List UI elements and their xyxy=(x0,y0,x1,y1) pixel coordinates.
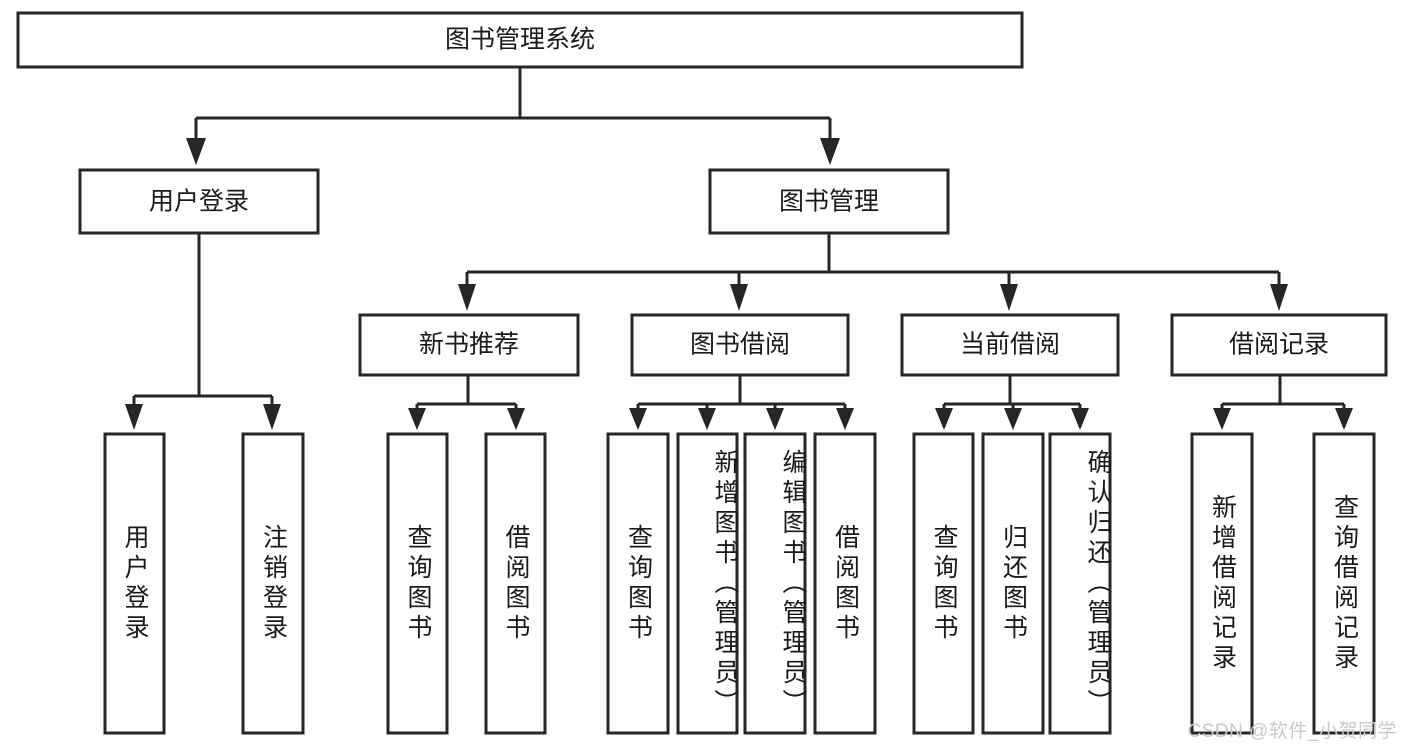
node-user-login[interactable]: 用户登录 xyxy=(78,168,320,235)
arrow-to-book-manage xyxy=(820,138,840,165)
user-login-label: 用户登录 xyxy=(149,188,249,216)
current-borrow-label: 当前借阅 xyxy=(960,331,1060,359)
connector-group-user-login xyxy=(125,233,281,430)
arrow-to-user-login xyxy=(186,138,206,165)
leaf-borrow-book-rec-box[interactable] xyxy=(484,432,547,735)
connector-group-book-borrow xyxy=(629,375,854,430)
connector-group-root xyxy=(186,67,840,165)
leaf-boxes xyxy=(103,432,1376,735)
arrow-add-record xyxy=(1213,408,1231,430)
arrow-edit-book xyxy=(766,408,784,430)
leaf-query-book-cur-box[interactable] xyxy=(912,432,975,735)
connector-group-new-book-rec xyxy=(408,375,525,430)
arrow-new-book-rec xyxy=(458,284,476,311)
leaf-query-record-box[interactable] xyxy=(1312,432,1376,735)
connector-group-current-borrow xyxy=(935,375,1089,430)
arrow-confirm-return xyxy=(1071,408,1089,430)
arrow-borrow-record xyxy=(1270,284,1288,311)
user-login-box[interactable] xyxy=(78,168,320,235)
leaf-logout-box[interactable] xyxy=(241,432,305,735)
current-borrow-box[interactable] xyxy=(900,313,1120,377)
node-new-book-rec[interactable]: 新书推荐 xyxy=(358,313,580,377)
arrow-current-borrow xyxy=(1000,284,1018,311)
book-manage-box[interactable] xyxy=(708,168,950,235)
node-current-borrow[interactable]: 当前借阅 xyxy=(900,313,1120,377)
book-borrow-box[interactable] xyxy=(630,313,850,377)
node-root[interactable]: 图书管理系统 xyxy=(16,11,1024,69)
csdn-watermark: CSDN @软件_小贺同学 xyxy=(1187,721,1397,742)
node-borrow-record[interactable]: 借阅记录 xyxy=(1170,313,1388,377)
arrow-add-book xyxy=(698,408,716,430)
leaf-add-book-box[interactable] xyxy=(676,432,739,735)
root-box[interactable] xyxy=(16,11,1024,69)
root-label: 图书管理系统 xyxy=(445,26,595,54)
new-book-rec-label: 新书推荐 xyxy=(419,331,519,359)
leaf-confirm-return-box[interactable] xyxy=(1048,432,1112,735)
leaf-edit-book-box[interactable] xyxy=(743,432,807,735)
arrow-query-book-borrow xyxy=(629,408,647,430)
node-book-manage[interactable]: 图书管理 xyxy=(708,168,950,235)
book-manage-label: 图书管理 xyxy=(779,188,879,216)
connector-group-book-manage xyxy=(458,233,1288,311)
leaf-add-record-box[interactable] xyxy=(1190,432,1254,735)
arrow-borrow-book xyxy=(836,408,854,430)
connector-group-borrow-record xyxy=(1213,375,1353,430)
arrow-book-borrow xyxy=(730,284,748,311)
arrow-borrow-book-rec xyxy=(507,408,525,430)
leaf-user-login-box[interactable] xyxy=(103,432,166,735)
arrow-leaf-user-login xyxy=(125,404,143,430)
new-book-rec-box[interactable] xyxy=(358,313,580,377)
node-book-borrow[interactable]: 图书借阅 xyxy=(630,313,850,377)
leaf-borrow-book-box[interactable] xyxy=(813,432,877,735)
arrow-query-book-cur xyxy=(935,408,953,430)
arrow-query-book-rec xyxy=(408,408,426,430)
arrow-return-book xyxy=(1004,408,1022,430)
borrow-record-box[interactable] xyxy=(1170,313,1388,377)
arrow-query-record xyxy=(1335,408,1353,430)
borrow-record-label: 借阅记录 xyxy=(1229,331,1329,359)
arrow-leaf-logout xyxy=(263,404,281,430)
leaf-return-book-box[interactable] xyxy=(981,432,1045,735)
leaf-query-book-borrow-box[interactable] xyxy=(606,432,670,735)
leaf-query-book-rec-box[interactable] xyxy=(386,432,449,735)
book-borrow-label: 图书借阅 xyxy=(690,331,790,359)
